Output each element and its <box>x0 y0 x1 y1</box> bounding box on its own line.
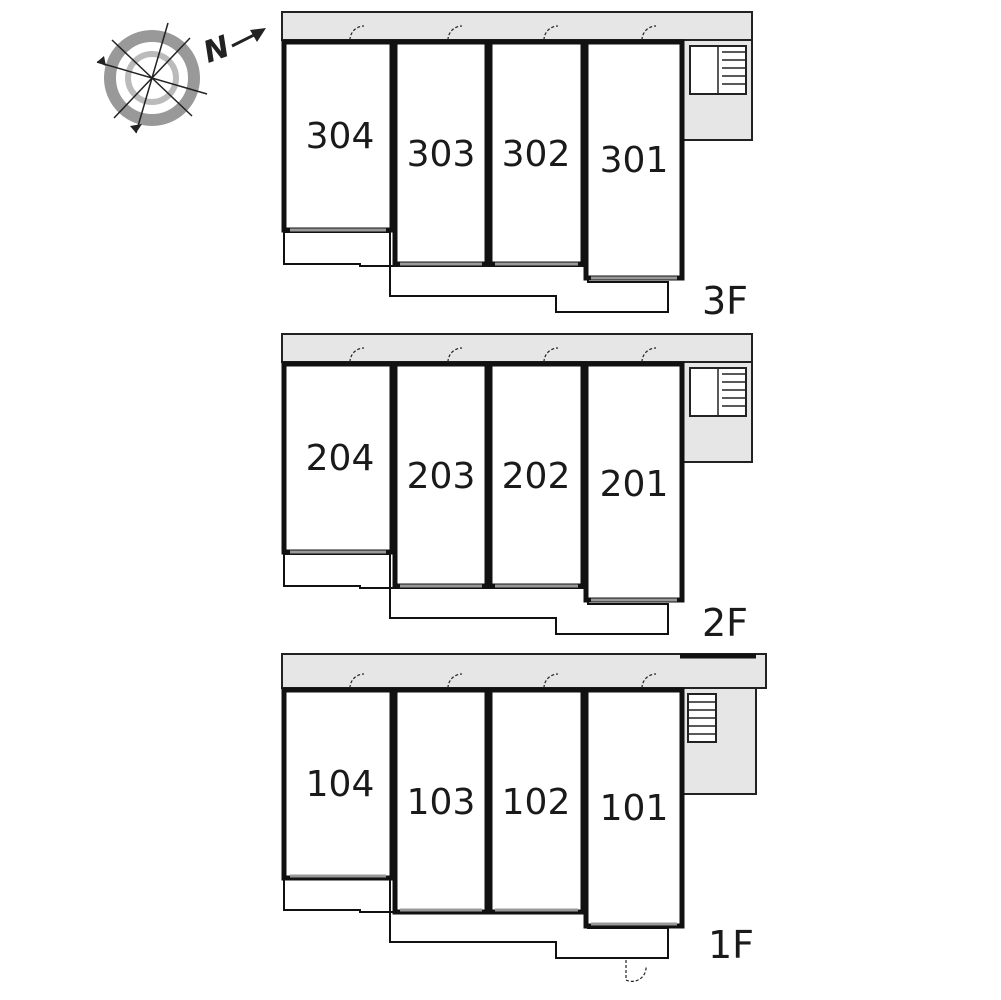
floor-label: 2F <box>702 601 748 645</box>
balcony <box>283 553 669 635</box>
unit-label: 302 <box>502 134 571 175</box>
unit-label: 202 <box>502 456 571 497</box>
staircase-icon <box>687 693 717 743</box>
north-letter: N <box>199 29 235 70</box>
floor-2f: 204 203 202 201 2F <box>281 333 753 645</box>
unit-104 <box>281 687 395 881</box>
door-icon <box>349 673 657 982</box>
unit-101 <box>583 687 685 929</box>
floor-label: 1F <box>708 923 754 967</box>
unit-204 <box>281 361 395 555</box>
door-icon <box>349 347 657 363</box>
floor-1f: 104 103 102 101 1F <box>281 653 767 982</box>
corridor <box>281 333 753 363</box>
north-arrow-icon <box>231 28 266 48</box>
staircase-icon <box>689 45 747 95</box>
unit-label: 301 <box>600 140 669 181</box>
unit-label: 104 <box>306 764 375 805</box>
unit-label: 303 <box>407 134 476 175</box>
unit-label: 103 <box>407 782 476 823</box>
floor-label: 3F <box>702 279 748 323</box>
balcony <box>283 231 669 313</box>
door-icon <box>349 25 657 41</box>
unit-301 <box>583 39 685 281</box>
unit-302 <box>487 39 586 267</box>
unit-201 <box>583 361 685 603</box>
compass-rose-icon <box>96 22 208 134</box>
floor-3f: 304 303 302 301 3F <box>281 11 753 323</box>
unit-label: 101 <box>600 788 669 829</box>
unit-label: 203 <box>407 456 476 497</box>
corridor <box>281 11 753 41</box>
unit-label: 204 <box>306 438 375 479</box>
staircase-icon <box>689 367 747 417</box>
unit-label: 102 <box>502 782 571 823</box>
unit-102 <box>487 687 586 915</box>
unit-label: 201 <box>600 464 669 505</box>
unit-303 <box>392 39 490 267</box>
corridor <box>281 653 767 689</box>
unit-label: 304 <box>306 116 375 157</box>
unit-304 <box>281 39 395 233</box>
unit-103 <box>392 687 490 915</box>
